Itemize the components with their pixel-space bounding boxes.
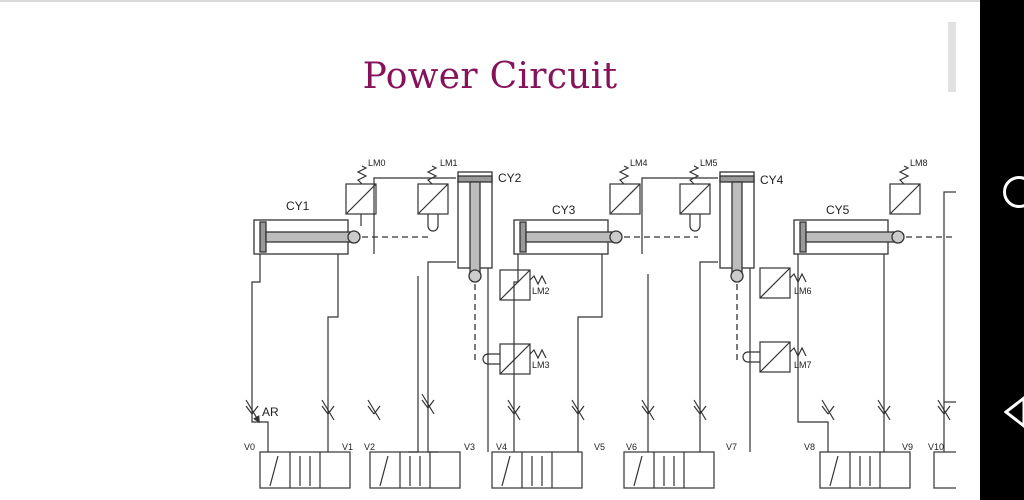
top-divider: [0, 0, 980, 2]
valve-bank: [259, 451, 956, 489]
system-nav-bar: [980, 0, 1024, 500]
svg-text:LM1: LM1: [440, 158, 458, 168]
limit-switch-lm2: LM2: [532, 286, 550, 296]
svg-text:LM4: LM4: [630, 158, 648, 168]
cylinder-cy2: CY2: [457, 171, 522, 364]
label-v6: V6: [626, 442, 637, 452]
limit-switch-lm6: LM6: [794, 286, 812, 296]
label-cy1: CY1: [286, 199, 310, 213]
cylinder-cy3: CY3: [513, 203, 698, 255]
label-v5: V5: [594, 442, 605, 452]
limit-switch-lm4: LM4: [609, 158, 648, 215]
svg-text:LM0: LM0: [368, 158, 386, 168]
label-v1: V1: [342, 442, 353, 452]
cylinder-cy1: CY1: [253, 199, 428, 255]
svg-text:LM5: LM5: [700, 158, 718, 168]
scrollbar-thumb[interactable]: [948, 22, 956, 92]
label-v9: V9: [902, 442, 913, 452]
power-circuit-diagram: CY1 LM0 LM1 CY2 LM2 LM3: [238, 152, 956, 500]
label-cy4: CY4: [760, 173, 784, 187]
cylinder-cy5: CY5: [793, 203, 956, 255]
label-ar: AR: [262, 405, 279, 419]
label-cy5: CY5: [826, 203, 850, 217]
label-v7: V7: [726, 442, 737, 452]
limit-switch-lm3: LM3: [532, 360, 550, 370]
label-v8: V8: [804, 442, 815, 452]
limit-switch-lm7: LM7: [794, 360, 812, 370]
limit-switch-lm0: LM0: [345, 158, 386, 226]
label-v0: V0: [244, 442, 255, 452]
cylinder-cy4: CY4: [719, 171, 784, 364]
label-cy3: CY3: [552, 203, 576, 217]
label-v3: V3: [464, 442, 475, 452]
label-cy2: CY2: [498, 171, 522, 185]
label-v10: V10: [928, 442, 944, 452]
home-circle-icon[interactable]: [1003, 176, 1024, 208]
svg-text:LM8: LM8: [910, 158, 928, 168]
limit-switch-lm8: LM8: [889, 158, 928, 215]
page-title: Power Circuit: [362, 56, 618, 97]
label-v4: V4: [496, 442, 507, 452]
limit-switch-lm5: LM5: [679, 158, 718, 232]
limit-switch-lm1: LM1: [417, 158, 458, 232]
label-v2: V2: [364, 442, 375, 452]
